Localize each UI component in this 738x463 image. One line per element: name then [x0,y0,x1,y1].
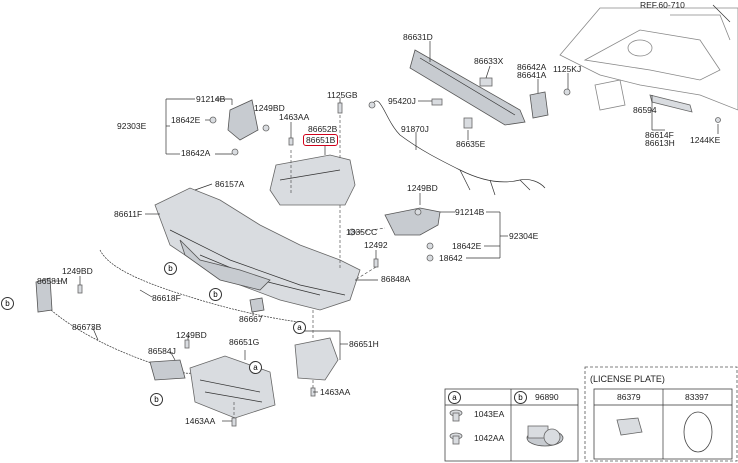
rubber-pad-icon [616,417,643,436]
strip-86594 [649,94,693,113]
part-label-86631d: 86631D [403,32,433,42]
legend-key-a: a [448,391,461,404]
skid-plate [189,355,276,419]
part-label-86651h: 86651H [349,339,379,349]
part-label-91214b-left: 91214B [196,94,226,104]
bumper-rail [409,49,526,126]
part-label-86651g: 86651G [229,337,260,347]
legend-part-1042aa: 1042AA [474,433,505,443]
part-label-86667: 86667 [239,314,263,324]
part-label-86594: 86594 [633,105,657,115]
part-label-1249bd-left: 1249BD [254,103,285,113]
callout-a: a [249,361,262,374]
license-plate-part-83397: 83397 [685,392,709,402]
bracket-86642a [529,91,549,119]
part-label-12492: 12492 [364,240,388,250]
ref-leader [712,4,731,23]
clip-1042aa-icon [449,432,463,445]
part-label-1125gb: 1125GB [327,90,358,100]
license-plate-part-86379: 86379 [617,392,641,402]
part-label-86652b: 86652B [308,124,338,134]
legend-key-b: b [514,391,527,404]
part-label-1463aa-mid: 1463AA [320,387,351,397]
part-label-86642a: 86642A [517,62,547,72]
part-label-86614f: 86614F [645,130,674,140]
callout-b: b [209,288,222,301]
part-label-1249bd-right: 1249BD [407,183,438,193]
garnish-strip [99,249,301,323]
callout-b: b [1,297,14,310]
part-label-86848a: 86848A [381,274,411,284]
part-label-86641a: 86641A [517,70,547,80]
part-label-92304e: 92304E [509,231,539,241]
part-label-1244ke: 1244KE [690,135,721,145]
legend-part-1043ea: 1043EA [474,409,505,419]
bracket-86651h [294,337,339,381]
wiring-harness [371,100,546,189]
part-label-91870j: 91870J [401,124,429,134]
part-label-86613h: 86613H [645,138,675,148]
part-label-18642a: 18642A [181,148,211,158]
part-label-86157a: 86157A [215,179,245,189]
license-plate-title: (LICENSE PLATE) [590,374,665,384]
license-plate-frame [584,366,738,462]
part-label-18642e-right: 18642E [452,241,482,251]
part-label-18642e-left: 18642E [171,115,201,125]
leader-lines [54,41,719,422]
part-label-86673b: 86673B [72,322,102,332]
clip-86635e [463,117,473,129]
part-label-86611f: 86611F [114,209,143,219]
part-label-1249bd-lowerleft: 1249BD [62,266,93,276]
part-label-91214b-right: 91214B [455,207,485,217]
callout-a: a [293,321,306,334]
bracket-86633x [479,77,493,87]
part-label-86584j: 86584J [148,346,176,356]
part-label-1463aa-top: 1463AA [279,112,310,122]
part-label-1463aa-bottom: 1463AA [185,416,216,426]
cover-86651b [269,154,356,206]
part-label-1125kj: 1125KJ [553,64,582,74]
callout-b: b [150,393,163,406]
parking-sensor-icon [526,425,564,447]
clip-1043ea-icon [449,409,463,422]
part-label-95420j: 95420J [388,96,416,106]
side-bracket-left [227,99,259,141]
legend-frame [444,388,579,462]
bolt-1125kj [563,88,571,96]
part-label-1335cc: 1335CC [346,227,378,237]
part-label-86581m: 86581M [37,276,68,286]
side-bracket-right [384,207,441,236]
body-panel-outline [559,7,738,111]
part-label-86651b-highlighted[interactable]: 86651B [303,134,339,146]
part-label-86633x: 86633X [474,56,504,66]
legend-part-96890: 96890 [535,392,559,402]
part-label-1249bd-mid: 1249BD [176,330,207,340]
part-label-86635e: 86635E [456,139,486,149]
part-label-92303e: 92303E [117,121,147,131]
license-plate-cover-icon [683,411,713,453]
part-label-18642: 18642 [439,253,463,263]
part-label-86618f: 86618F [152,293,181,303]
callout-b: b [164,262,177,275]
ref-label: REF.60-710 [640,0,685,10]
